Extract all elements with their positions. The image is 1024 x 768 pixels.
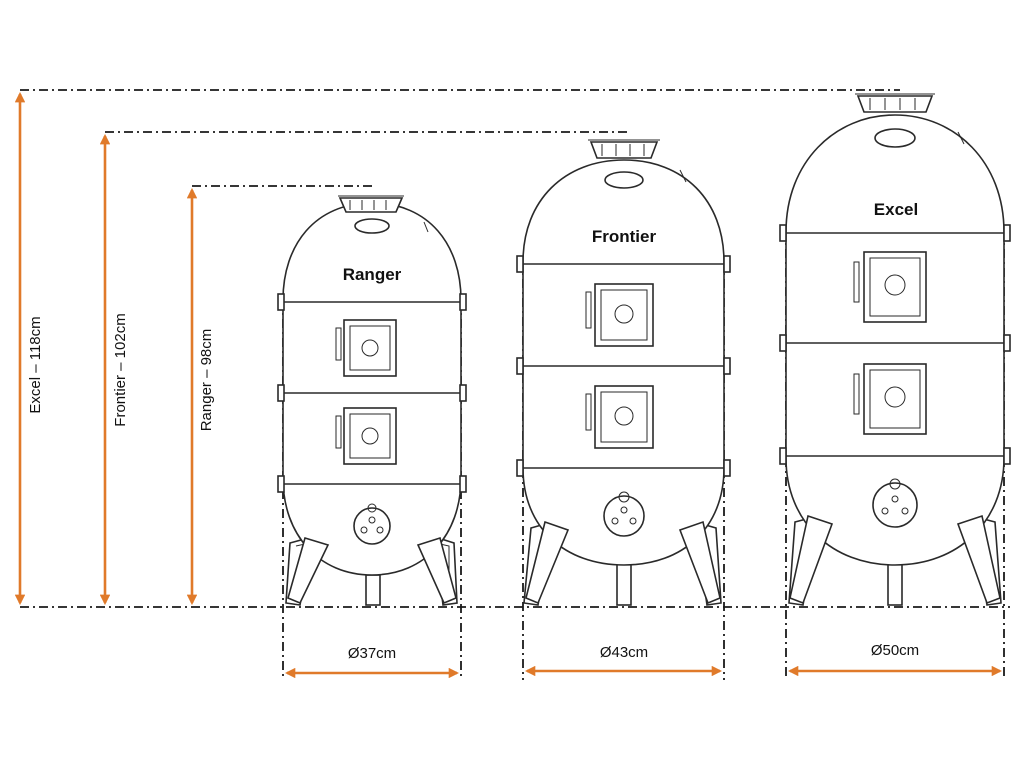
excel-model-label: Excel <box>874 200 918 219</box>
excel-smoker: Excel <box>779 93 1011 606</box>
ranger-diameter-dimension: Ø37cm <box>284 645 460 679</box>
frontier-smoker: Frontier <box>516 139 731 606</box>
frontier-model-label: Frontier <box>592 227 657 246</box>
ranger-smoker: Ranger <box>277 195 467 606</box>
frontier-height-label: Frontier – 102cm <box>112 313 129 426</box>
frontier-diameter-dimension: Ø43cm <box>524 644 723 677</box>
ranger-height-dimension: Ranger – 98cm <box>186 187 215 606</box>
excel-height-label: Excel – 118cm <box>27 316 44 413</box>
ranger-diameter-label: Ø37cm <box>348 645 396 662</box>
excel-height-dimension: Excel – 118cm <box>14 91 44 606</box>
excel-diameter-dimension: Ø50cm <box>787 642 1003 677</box>
excel-diameter-label: Ø50cm <box>871 642 919 659</box>
ranger-height-label: Ranger – 98cm <box>198 329 215 432</box>
frontier-height-dimension: Frontier – 102cm <box>99 133 129 606</box>
frontier-diameter-label: Ø43cm <box>600 644 648 661</box>
ranger-model-label: Ranger <box>343 265 402 284</box>
